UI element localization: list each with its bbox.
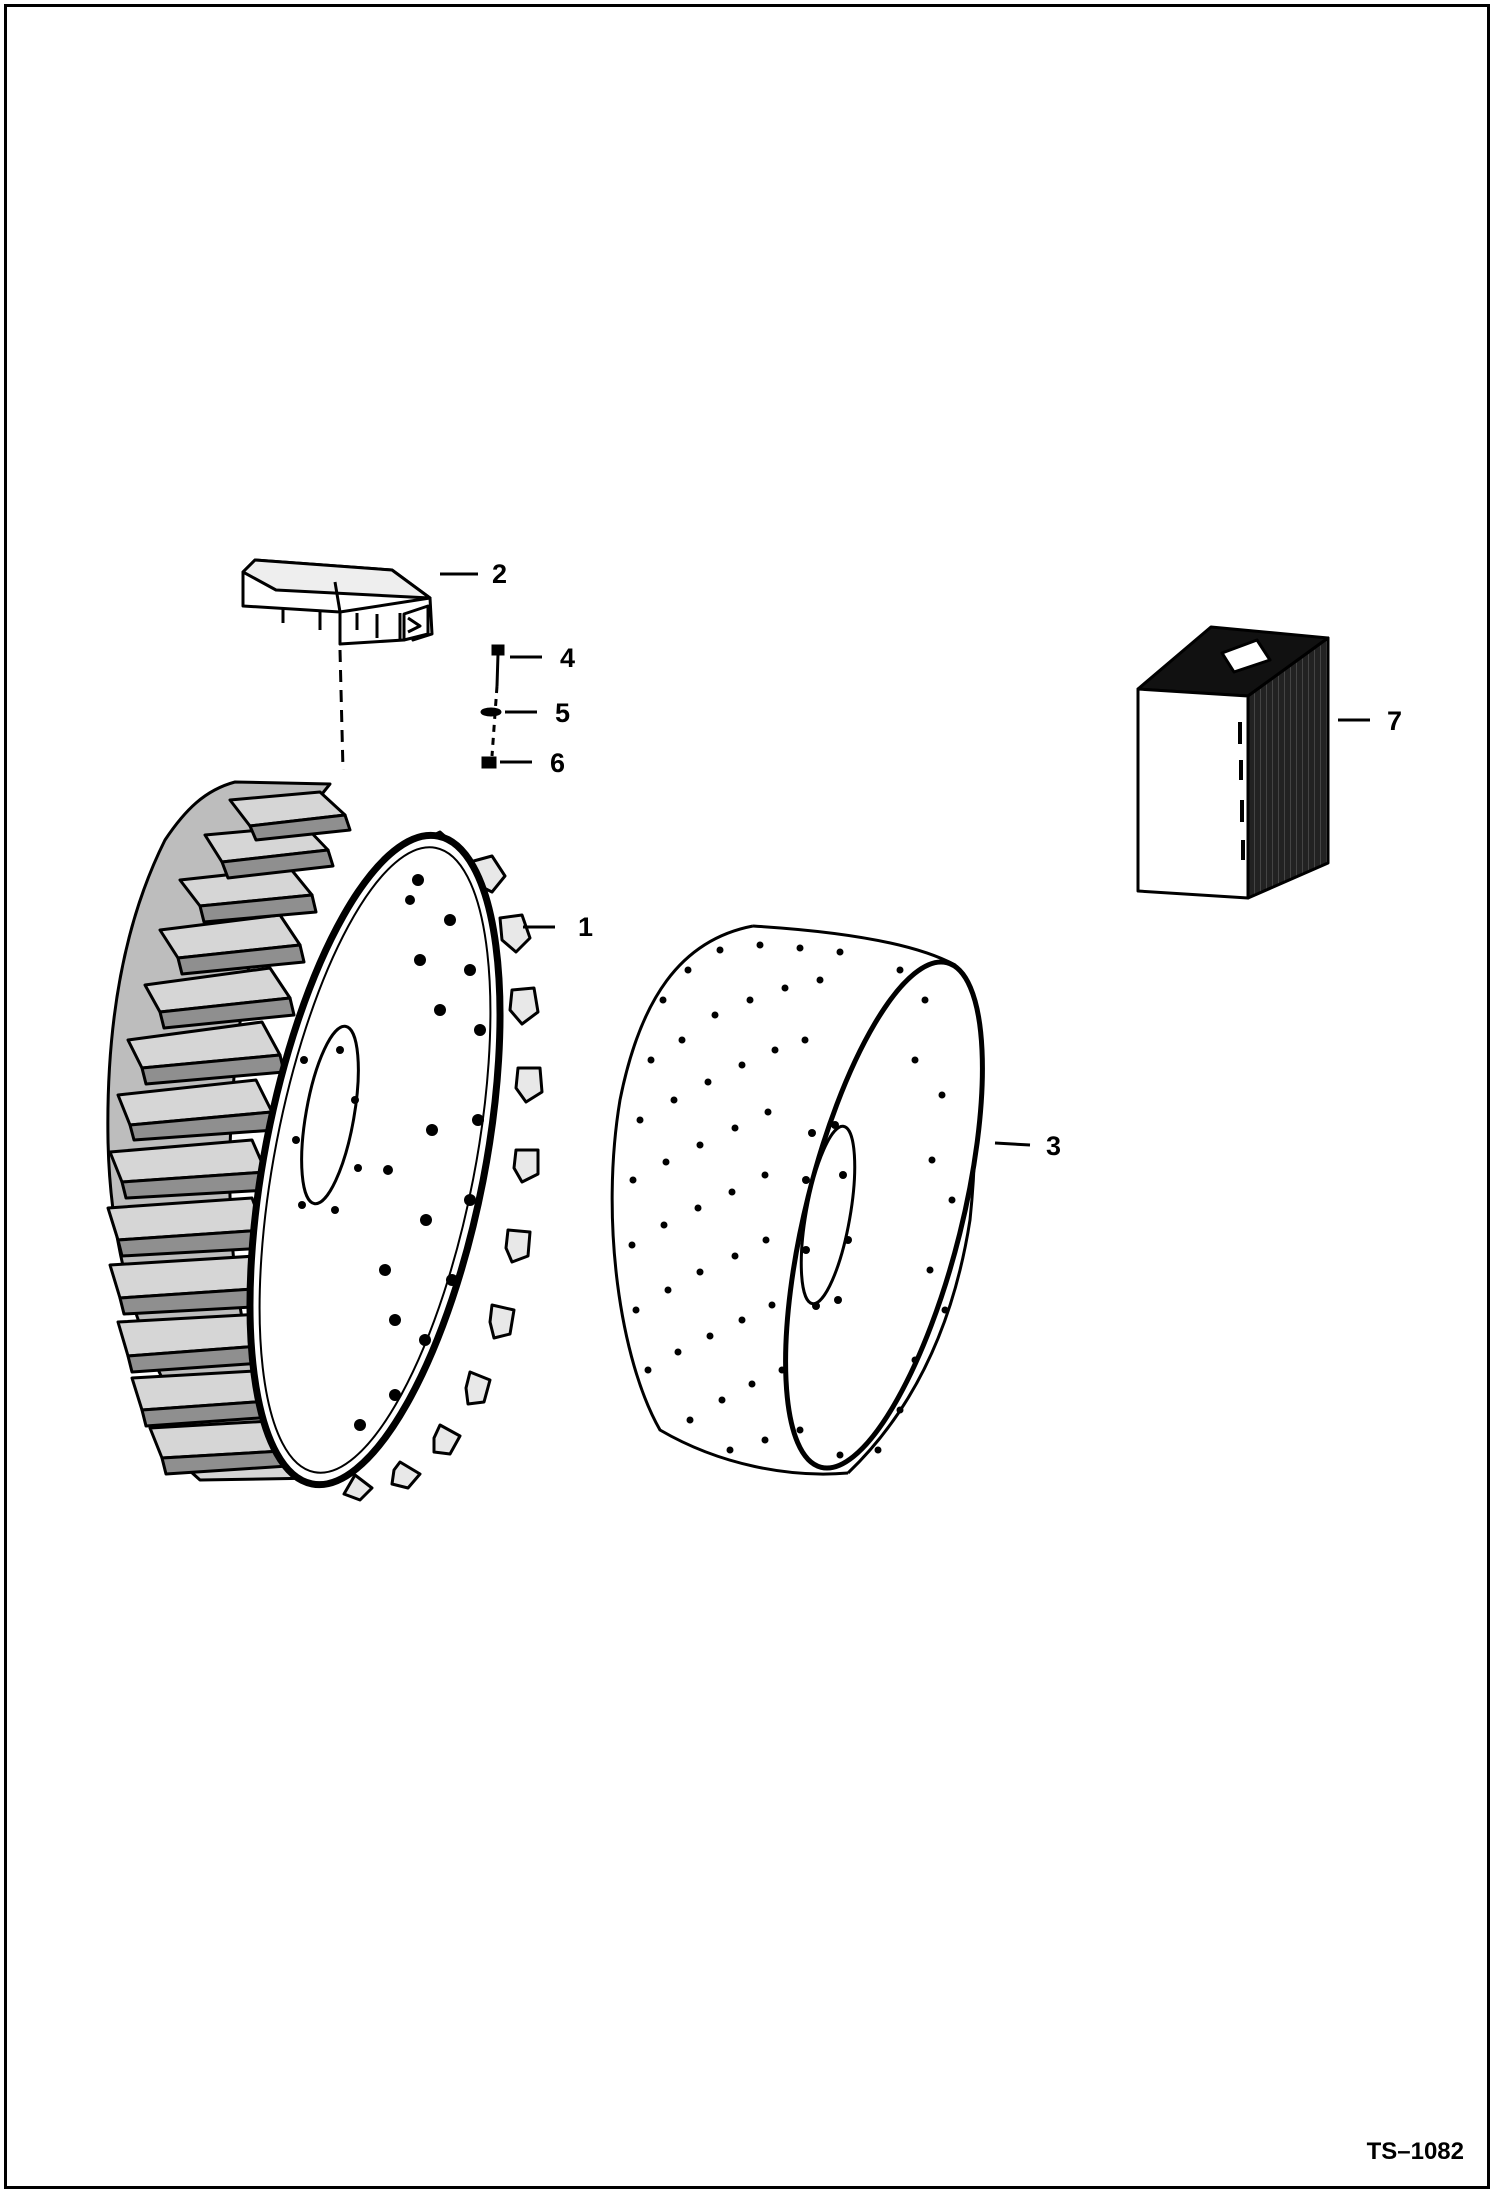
wheel-rim-drawing	[610, 924, 1031, 1476]
callout-1: 1	[578, 912, 594, 942]
callout-7: 7	[1387, 706, 1403, 736]
kit-box-drawing	[1136, 625, 1370, 900]
callout-4: 4	[560, 643, 576, 673]
assembly-dashed-line	[338, 649, 345, 771]
callout-3: 3	[1046, 1131, 1062, 1161]
callout-5: 5	[555, 698, 571, 728]
callout-2: 2	[492, 559, 508, 589]
callout-6: 6	[550, 748, 566, 778]
reference-code: TS–1082	[1366, 2138, 1464, 2165]
hardware-stack-drawing	[480, 644, 542, 769]
tread-block-drawing	[241, 558, 478, 646]
tire-assembly-drawing	[106, 780, 555, 1502]
